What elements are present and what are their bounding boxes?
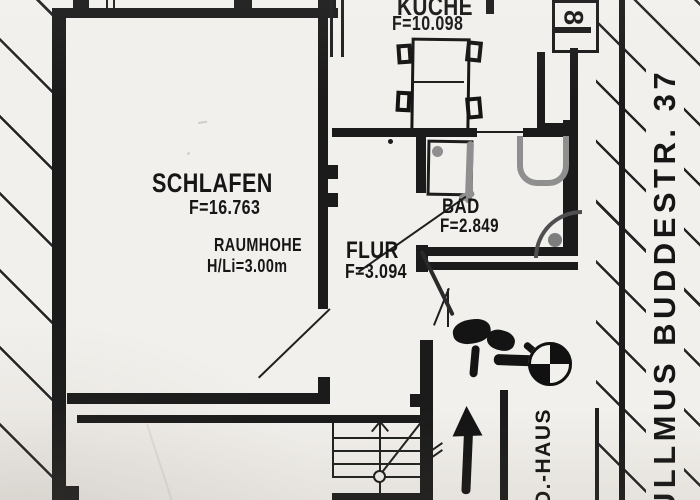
apartment-number-underline (554, 27, 591, 33)
wall-bad-bottom-outer (426, 247, 578, 256)
wall-top (52, 8, 338, 18)
room-area-bad: F=2.849 (440, 216, 499, 237)
stair-tread (332, 437, 422, 439)
plan-dot (388, 139, 393, 144)
toilet-icon (517, 136, 569, 186)
building-label: VORD.-HAUS (531, 399, 557, 500)
shower-drain-dot (432, 146, 443, 157)
stair-tread (332, 463, 422, 465)
paper-speck (187, 152, 190, 155)
pier-top-left (73, 0, 89, 10)
section-break-icon (432, 449, 443, 458)
room-label-schlafen: SCHLAFEN (152, 168, 273, 198)
room-label-flur: FLUR (346, 237, 399, 264)
room-label-bad: BAD (442, 195, 480, 218)
marker-blob (484, 327, 518, 354)
wall-notch (410, 394, 420, 407)
wall-schlafen-right (318, 8, 328, 309)
paper-speck (198, 120, 208, 124)
wall-stub-top (486, 0, 494, 14)
jamb-bump (328, 165, 338, 179)
washbasin-dot (548, 233, 562, 247)
kitchen-fitting-bracket (464, 40, 484, 63)
pier-top-middle (234, 0, 252, 10)
paper-crease (146, 424, 176, 500)
street-label: NULLMUS BUDDESTR. 37 (646, 59, 684, 500)
room-note-height-2: H/Li=3.00m (207, 256, 288, 276)
wall-corridor-bottom (77, 415, 433, 423)
wall-bad-top (523, 128, 578, 137)
entrance-arrow-icon-shaft (461, 432, 473, 495)
wall-flur-right (420, 340, 433, 498)
room-area-schlafen: F=16.763 (189, 197, 261, 219)
entry-wall-line (330, 0, 333, 57)
marker-stroke (469, 345, 480, 378)
marker-stroke (419, 250, 455, 317)
bad-top-door-line (477, 131, 523, 133)
duct-wall-left (537, 52, 545, 130)
apartment-number-box (552, 0, 599, 53)
survey-point-icon-ring (528, 342, 572, 386)
wall-bad-bottom-inner (426, 262, 578, 270)
wall-left-foot (52, 486, 79, 500)
kitchen-unit-outline (410, 37, 471, 133)
stair-tread (332, 450, 422, 452)
left-wall-hatching (0, 0, 52, 500)
wall-schlafen-bottom (67, 393, 330, 404)
stairs-bottom-band (332, 493, 433, 500)
duct-wall-right (570, 48, 578, 130)
wall-stub-above (113, 0, 115, 9)
room-note-height-1: RAUMHOHE (214, 235, 302, 255)
right-facade-wall-line (619, 0, 625, 500)
wall-stairhall-left (500, 390, 508, 500)
stair-center-line (379, 423, 381, 500)
wall-stairhall-right (595, 408, 599, 500)
jamb-bump (328, 193, 338, 207)
wall-left (52, 8, 66, 500)
kitchen-fitting-bracket (395, 90, 412, 113)
room-area-flur: F=3.094 (345, 261, 407, 283)
kitchen-unit-divider (412, 81, 464, 83)
wall-stub-above (106, 0, 108, 9)
stair-walkline-circle (373, 470, 386, 483)
room-label-kueche: KÜCHE (397, 0, 473, 21)
kitchen-fitting-bracket (396, 43, 413, 65)
kitchen-fitting-bracket (465, 96, 483, 120)
room-area-kueche: F=10.098 (392, 13, 464, 35)
wall-bad-top (332, 128, 477, 137)
schlafen-door-leaf (258, 308, 331, 379)
wall-bad-left (416, 128, 426, 193)
entry-wall-line (341, 0, 344, 57)
door-jamb-stub (318, 377, 330, 394)
